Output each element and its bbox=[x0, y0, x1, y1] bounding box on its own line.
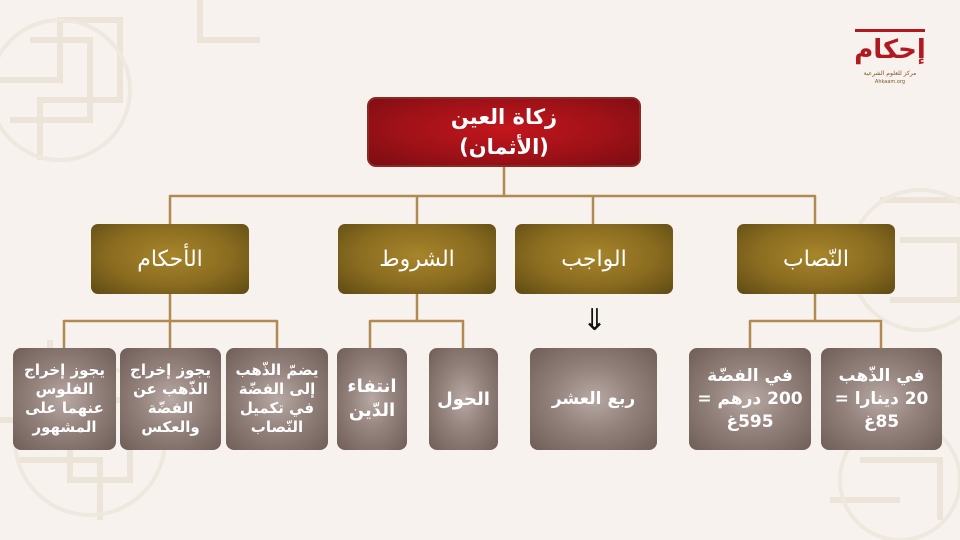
root-node: زكاة العين (الأثمان) bbox=[367, 97, 641, 167]
down-arrow-icon: ⇓ bbox=[582, 303, 608, 338]
shurut-connector bbox=[368, 292, 465, 350]
logo-bar bbox=[855, 29, 925, 32]
logo-wordmark: إحكام bbox=[854, 35, 926, 65]
root-subtitle: (الأثمان) bbox=[459, 135, 549, 159]
leaf-complete: يضمّ الذّهب إلى الفضّة في تكميل النّصاب bbox=[226, 348, 328, 450]
leaf-gold: في الذّهب 20 دينارا = 85غ bbox=[821, 348, 942, 450]
root-title: زكاة العين bbox=[450, 105, 558, 129]
category-shurut: الشروط bbox=[338, 224, 496, 294]
leaf-silver: في الفضّة 200 درهم = 595غ bbox=[689, 348, 811, 450]
category-ahkam: الأحكام bbox=[91, 224, 249, 294]
leaf-hawl: الحول bbox=[429, 348, 498, 450]
logo-url: Ahkaam.org bbox=[874, 79, 906, 85]
leaf-rub-ushr: ربع العشر bbox=[530, 348, 657, 450]
root-connector bbox=[168, 165, 817, 226]
leaf-fulus: يجوز إخراج الفلوس عنهما على المشهور bbox=[13, 348, 116, 450]
ahkam-connector bbox=[62, 292, 279, 350]
category-wajib: الواجب bbox=[515, 224, 673, 294]
category-nisab: النّصاب bbox=[737, 224, 895, 294]
logo-subtitle: مركز للعلوم الشرعية bbox=[863, 70, 917, 77]
ahkam-logo: إحكام مركز للعلوم الشرعية Ahkaam.org bbox=[851, 28, 929, 92]
nisab-connector bbox=[748, 292, 883, 350]
leaf-no-debt: انتفاء الدّين bbox=[337, 348, 407, 450]
leaf-exchange: يجوز إخراج الذّهب عن الفضّة والعكس bbox=[120, 348, 221, 450]
